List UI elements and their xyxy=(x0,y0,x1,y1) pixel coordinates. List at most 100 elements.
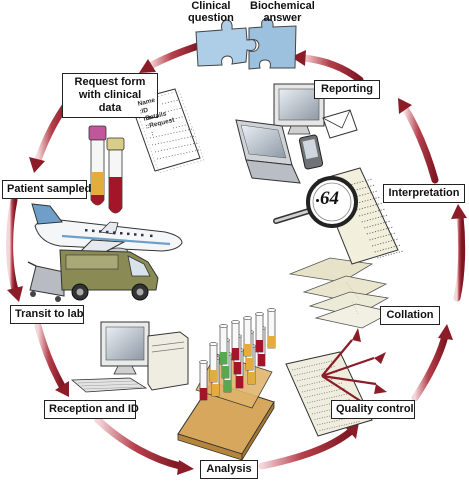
puzzle-label-clinical-question: Clinical question xyxy=(188,0,234,24)
qc-text-line xyxy=(294,366,335,376)
interpretation-text-line xyxy=(371,238,399,247)
reporting-illustration xyxy=(235,83,358,184)
quality-control-illustration xyxy=(285,328,387,437)
rack-tube-liquid xyxy=(258,354,265,366)
step-request-form: Request form with clinical data xyxy=(62,73,158,118)
qc-text-line xyxy=(316,415,358,426)
arrow-reporting-to-answer xyxy=(299,54,364,84)
interpretation-text-line xyxy=(353,196,380,205)
puzzle-label-biochemical-answer: Biochemical answer xyxy=(250,0,315,24)
qc-text-line xyxy=(304,388,345,398)
rack-tube-rim xyxy=(209,342,218,346)
arrow-transit-to-reception xyxy=(34,322,66,390)
van-windshield xyxy=(127,255,151,277)
magnifier-decimal-dot xyxy=(316,199,319,202)
rack-tube-liquid xyxy=(200,388,207,400)
blood-tubes-illustration xyxy=(88,125,125,214)
airplane-tail xyxy=(31,203,63,225)
step-reception-and-id: Reception and ID xyxy=(44,400,139,419)
rack-tube-liquid xyxy=(210,370,217,382)
interpretation-text-line xyxy=(374,244,401,253)
step-quality-control: Quality control xyxy=(331,400,415,419)
desktop-computer-illustration xyxy=(70,321,189,393)
interpretation-text-line xyxy=(356,202,383,211)
rack-tube-rim xyxy=(199,360,208,364)
rack-tube-liquid xyxy=(222,366,229,378)
rack-tube-rim xyxy=(267,308,276,312)
interpretation-text-line xyxy=(366,226,393,235)
qc-text-line xyxy=(306,393,348,404)
arrowhead-interpretation xyxy=(451,204,467,219)
rack-tube-liquid xyxy=(246,358,253,370)
rack-tube-rim xyxy=(255,312,264,316)
arrowhead-collation xyxy=(438,324,453,340)
van-trolley-illustration xyxy=(27,249,159,302)
step-collation: Collation xyxy=(380,306,440,325)
interpretation-text-line xyxy=(351,190,378,199)
rack-tube-liquid xyxy=(248,372,255,384)
arrowhead-transit-to-reception xyxy=(55,381,69,397)
qc-text-line xyxy=(291,360,333,371)
van-side-window xyxy=(65,254,119,270)
interpretation-illustration xyxy=(273,167,404,265)
rack-tube-liquid xyxy=(232,348,239,360)
rack-tube-liquid xyxy=(268,336,275,348)
arrow-question-to-request xyxy=(146,42,202,70)
puzzle-piece-answer xyxy=(248,18,297,70)
qc-text-line xyxy=(296,371,338,382)
arrow-collation-to-interpretation xyxy=(453,212,466,302)
qc-text-line xyxy=(309,399,350,409)
rack-tube-liquid xyxy=(212,384,219,396)
interpretation-text-line xyxy=(348,184,375,193)
step-interpretation: Interpretation xyxy=(383,184,465,203)
collation-illustration xyxy=(288,257,394,329)
arrow-patient-to-transit xyxy=(6,196,19,294)
computer-tower xyxy=(147,331,189,391)
rack-tube-rim xyxy=(231,320,240,324)
report-envelope xyxy=(322,109,358,139)
puzzle-illustration xyxy=(195,18,297,70)
qc-text-line xyxy=(319,421,360,431)
arrowhead-patient-to-transit xyxy=(7,286,23,302)
rack-tube-liquid xyxy=(256,340,263,352)
arrow-qc-to-collation xyxy=(411,332,449,402)
test-tube-rack-illustration xyxy=(177,308,276,462)
rack-tube-liquid xyxy=(224,380,231,392)
rack-tube-liquid xyxy=(234,362,241,374)
qc-darts xyxy=(321,339,377,403)
qc-text-line xyxy=(301,382,343,393)
interpretation-text-line xyxy=(377,250,404,259)
rack-tube-rim xyxy=(219,324,228,328)
tube-cap-right xyxy=(106,137,125,151)
qc-text-line xyxy=(299,377,340,387)
step-analysis: Analysis xyxy=(200,460,258,479)
step-transit-to-lab: Transit to lab xyxy=(10,305,84,324)
arrowhead-request-to-patient xyxy=(29,157,45,173)
cycle-arrows xyxy=(6,42,467,475)
interpretation-text-line xyxy=(358,208,386,217)
interpretation-printout-text xyxy=(345,178,404,259)
interpretation-text-line xyxy=(364,220,391,229)
interpretation-text-line xyxy=(345,178,373,187)
step-reporting: Reporting xyxy=(314,80,380,99)
form-dotted-lines xyxy=(149,99,200,160)
qc-document xyxy=(285,351,373,437)
monitor-screen xyxy=(105,326,145,361)
arrowhead-reporting xyxy=(398,98,412,114)
arrow-reception-to-analysis xyxy=(94,416,184,470)
magnifier-value: 64 xyxy=(320,188,339,209)
rack-tube-rim xyxy=(243,316,252,320)
interpretation-text-line xyxy=(361,214,388,223)
arrowhead-question-to-request xyxy=(139,59,156,73)
rack-tube-liquid xyxy=(220,352,227,364)
arrow-interpretation-to-reporting xyxy=(401,104,439,184)
puzzle-piece-question xyxy=(195,19,257,67)
rack-tube-liquid xyxy=(244,344,251,356)
step-patient-sampled: Patient sampled xyxy=(2,180,91,199)
arrowhead-analysis xyxy=(177,460,194,475)
arrow-analysis-to-qc xyxy=(258,428,354,470)
magnifier-lens xyxy=(306,176,358,228)
rack-tube-liquid xyxy=(236,376,243,388)
